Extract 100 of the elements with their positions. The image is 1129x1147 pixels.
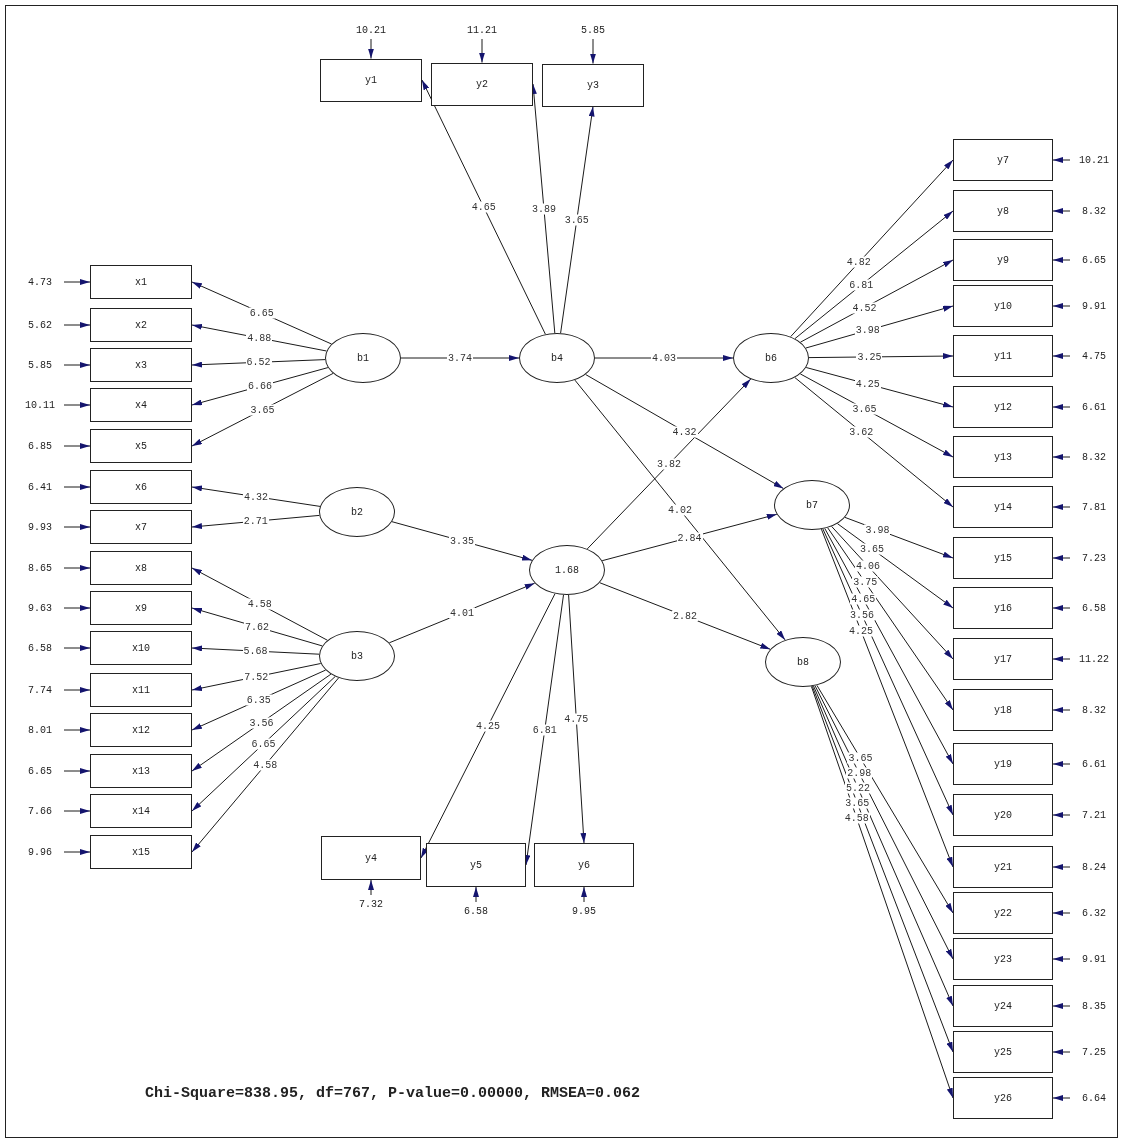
edge-label: 3.65 xyxy=(851,403,878,415)
variable-box: x6 xyxy=(90,470,192,504)
arrow xyxy=(473,886,479,903)
variable-box: y18 xyxy=(953,689,1053,731)
arrow xyxy=(1052,707,1071,713)
arrow xyxy=(191,673,332,772)
error-variance-label: 6.41 xyxy=(18,480,62,494)
variable-box: y25 xyxy=(953,1031,1053,1073)
arrow xyxy=(824,528,954,765)
edge-label: 3.89 xyxy=(530,203,557,214)
edge-label: 3.56 xyxy=(848,609,875,621)
arrow xyxy=(1052,1095,1071,1101)
error-variance-label: 6.85 xyxy=(18,439,62,453)
error-variance-label: 9.91 xyxy=(1072,299,1116,313)
variable-box: y16 xyxy=(953,587,1053,629)
variable-box: x10 xyxy=(90,631,192,665)
arrow xyxy=(524,594,564,866)
edge-label: 3.35 xyxy=(449,535,475,547)
arrow xyxy=(827,527,954,711)
variable-box: y4 xyxy=(321,836,421,880)
arrow xyxy=(560,106,595,334)
error-variance-label: 6.61 xyxy=(1072,400,1116,414)
error-variance-label: 7.21 xyxy=(1072,808,1116,822)
arrow xyxy=(479,38,485,63)
error-variance-label: 9.63 xyxy=(18,601,62,615)
edge-label: 6.81 xyxy=(531,724,558,736)
arrow xyxy=(1052,353,1071,359)
error-variance-label: 6.65 xyxy=(1072,253,1116,267)
error-variance-label: 9.96 xyxy=(18,845,62,859)
variable-box: y13 xyxy=(953,436,1053,478)
arrow xyxy=(63,605,91,611)
variable-box: x1 xyxy=(90,265,192,299)
error-variance-label: 6.65 xyxy=(18,764,62,778)
edge-label: 3.82 xyxy=(656,458,682,470)
arrow xyxy=(836,523,954,609)
arrow xyxy=(790,159,954,338)
fit-statistics-caption: Chi-Square=838.95, df=767, P-value=0.00000, RMSEA=0.062 xyxy=(145,1085,641,1102)
error-variance-label: 11.22 xyxy=(1072,652,1116,666)
variable-box: x9 xyxy=(90,591,192,625)
variable-box: y21 xyxy=(953,846,1053,888)
edge-label: 4.32 xyxy=(243,491,269,503)
edge-label: 6.81 xyxy=(848,279,875,291)
edge-label: 2.84 xyxy=(676,532,703,543)
variable-box: y6 xyxy=(534,843,634,887)
latent-ellipse: b1 xyxy=(325,333,401,383)
edge-label: 4.88 xyxy=(246,332,273,344)
edge-label: 5.68 xyxy=(242,645,269,657)
arrow xyxy=(814,685,954,960)
edge-label: 6.65 xyxy=(250,738,277,750)
variable-box: x4 xyxy=(90,388,192,422)
arrow xyxy=(1052,761,1071,767)
latent-ellipse: b4 xyxy=(519,333,595,383)
error-variance-label: 9.91 xyxy=(1072,952,1116,966)
edge-label: 4.25 xyxy=(847,625,874,637)
error-variance-label: 10.11 xyxy=(18,398,62,412)
latent-ellipse: 1.68 xyxy=(529,545,605,595)
edge-label: 4.03 xyxy=(651,352,677,364)
edge-label: 4.06 xyxy=(855,560,881,572)
arrow xyxy=(590,38,596,64)
variable-box: x2 xyxy=(90,308,192,342)
arrow xyxy=(63,484,91,490)
error-variance-label: 7.32 xyxy=(351,897,391,911)
variable-box: y5 xyxy=(426,843,526,887)
arrow xyxy=(63,443,91,449)
latent-ellipse: b6 xyxy=(733,333,809,383)
arrow xyxy=(368,38,374,59)
error-variance-label: 6.61 xyxy=(1072,757,1116,771)
latent-ellipse: b8 xyxy=(765,637,841,687)
variable-box: y20 xyxy=(953,794,1053,836)
edge-label: 7.62 xyxy=(244,621,271,633)
variable-box: x5 xyxy=(90,429,192,463)
error-variance-label: 5.62 xyxy=(18,318,62,332)
variable-box: y8 xyxy=(953,190,1053,232)
variable-box: y24 xyxy=(953,985,1053,1027)
error-variance-label: 8.24 xyxy=(1072,860,1116,874)
error-variance-label: 4.75 xyxy=(1072,349,1116,363)
variable-box: y11 xyxy=(953,335,1053,377)
variable-box: y7 xyxy=(953,139,1053,181)
error-variance-label: 5.85 xyxy=(18,358,62,372)
error-variance-label: 10.21 xyxy=(351,23,391,37)
variable-box: y23 xyxy=(953,938,1053,980)
arrow xyxy=(63,322,91,328)
variable-box: y1 xyxy=(320,58,422,102)
variable-box: x7 xyxy=(90,510,192,544)
edge-label: 3.62 xyxy=(848,426,875,438)
edge-label: 4.58 xyxy=(246,598,273,610)
arrow xyxy=(586,378,752,550)
edge-label: 6.65 xyxy=(248,307,275,319)
edge-label: 3.74 xyxy=(447,352,473,364)
edge-label: 4.25 xyxy=(475,720,501,732)
variable-box: y3 xyxy=(542,63,644,107)
arrow xyxy=(1052,257,1071,263)
arrow xyxy=(831,525,954,660)
variable-box: x12 xyxy=(90,713,192,747)
edge-label: 3.65 xyxy=(249,404,276,416)
edge-label: 5.22 xyxy=(845,782,872,794)
arrow xyxy=(574,379,786,641)
variable-box: y19 xyxy=(953,743,1053,785)
edge-label: 4.82 xyxy=(845,256,872,268)
arrow xyxy=(63,402,91,408)
